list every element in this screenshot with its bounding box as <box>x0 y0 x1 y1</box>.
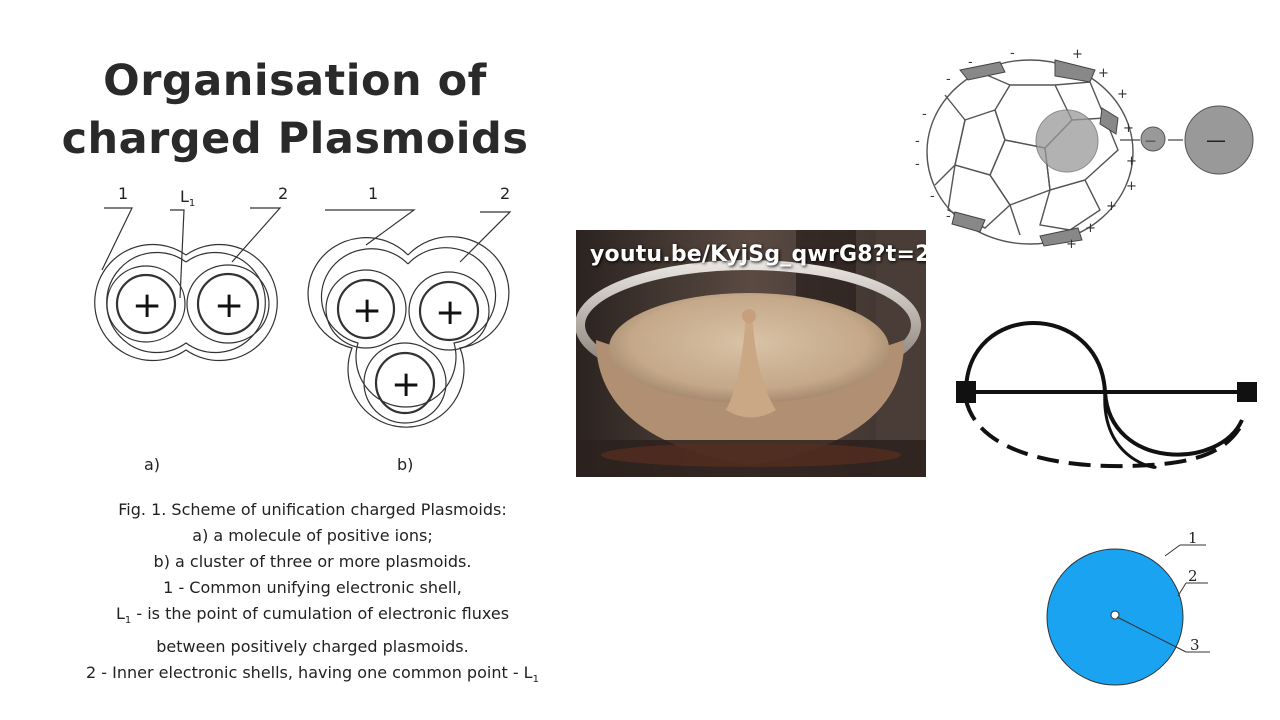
panel-label-b: b) <box>397 455 413 474</box>
rod-loop-diagram <box>956 323 1257 467</box>
coffee-droplet-image <box>576 230 926 477</box>
a-label-l1: L1 <box>180 187 195 209</box>
b-leader-2 <box>460 212 510 262</box>
caption-line-4: 1 - Common unifying electronic shell, <box>40 575 585 601</box>
b-plus-bottom: + <box>391 364 421 405</box>
b-label-2: 2 <box>500 184 510 203</box>
b-leader-1 <box>325 210 414 245</box>
svg-text:+: + <box>1085 221 1096 236</box>
b-plus-right: + <box>435 292 465 333</box>
panel-label-a: a) <box>144 455 160 474</box>
a-label-2: 2 <box>278 184 288 203</box>
svg-text:+: + <box>1066 237 1077 252</box>
svg-text:-: - <box>946 209 951 224</box>
caption-line-1: Fig. 1. Scheme of unification charged Pl… <box>40 497 585 523</box>
caption-line-5: L1 - is the point of cumulation of elect… <box>40 601 585 634</box>
svg-text:-: - <box>930 189 935 204</box>
svg-text:+: + <box>1098 66 1109 81</box>
svg-text:-: - <box>968 55 973 70</box>
a-plus-right: + <box>214 285 244 326</box>
svg-text:-: - <box>915 157 920 172</box>
small-negative-charge: — <box>1145 134 1156 147</box>
a-leader-2 <box>232 208 280 262</box>
video-thumbnail[interactable]: youtu.be/KyjSg_qwrG8?t=20 <box>576 230 926 477</box>
a-leader-l1 <box>170 210 184 298</box>
circle-label-1: 1 <box>1188 529 1198 547</box>
plasmoid-scheme-figure: 1 L1 2 + + a) 1 2 + + + b) <box>0 0 560 480</box>
a-label-1: 1 <box>118 184 128 203</box>
caption-line-3: b) a cluster of three or more plasmoids. <box>40 549 585 575</box>
svg-text:-: - <box>922 107 927 122</box>
a-leader-1 <box>102 208 132 270</box>
svg-text:+: + <box>1126 179 1137 194</box>
svg-text:-: - <box>946 72 951 87</box>
a-plus-left: + <box>132 285 162 326</box>
figure-caption: Fig. 1. Scheme of unification charged Pl… <box>40 497 585 693</box>
caption-line-2: a) a molecule of positive ions; <box>40 523 585 549</box>
circle-label-2: 2 <box>1188 567 1198 585</box>
svg-text:+: + <box>1072 47 1083 62</box>
svg-text:+: + <box>1123 121 1134 136</box>
large-negative-charge: — <box>1206 128 1226 152</box>
svg-text:+: + <box>1117 87 1128 102</box>
b-label-1: 1 <box>368 184 378 203</box>
b-plus-left: + <box>352 290 382 331</box>
svg-text:+: + <box>1126 154 1137 169</box>
svg-text:+: + <box>1106 199 1117 214</box>
circle-label-3: 3 <box>1190 636 1200 654</box>
video-url-text: youtu.be/KyjSg_qwrG8?t=20 <box>590 242 926 267</box>
caption-line-7: 2 - Inner electronic shells, having one … <box>40 660 585 693</box>
blue-circle-diagram <box>1047 545 1210 685</box>
caption-line-6: between positively charged plasmoids. <box>40 634 585 660</box>
svg-text:-: - <box>915 134 920 149</box>
svg-text:-: - <box>1010 46 1015 61</box>
